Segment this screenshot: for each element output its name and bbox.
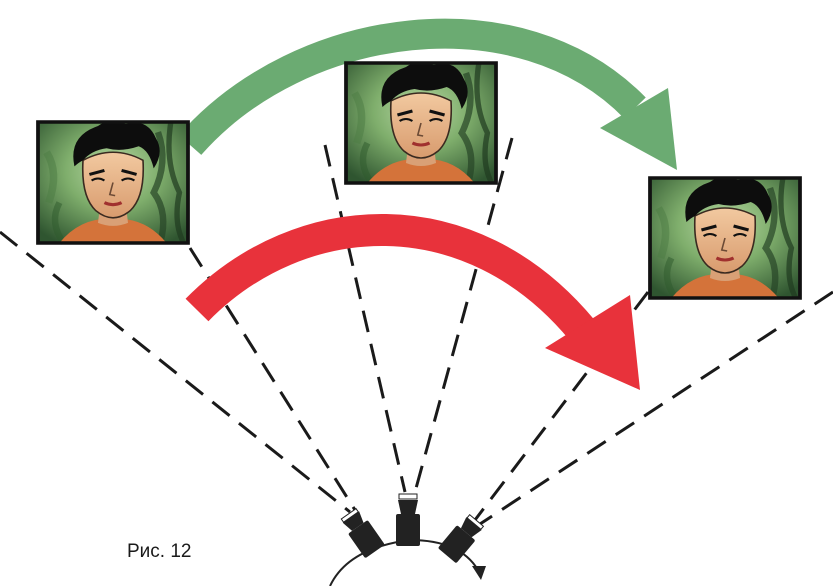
rotation-arrow-icon [472, 566, 486, 580]
frame-center [346, 62, 496, 183]
red-arrowhead [545, 295, 640, 390]
camera-center [396, 493, 420, 546]
frame-right [650, 177, 800, 298]
figure-caption: Рис. 12 [127, 541, 192, 562]
frame-left [38, 121, 188, 243]
sight-line-center-left [323, 144, 407, 493]
camera-icon [438, 525, 475, 563]
green-arrowhead [600, 88, 677, 170]
sight-line-center-right [413, 137, 514, 493]
camera-left [340, 507, 385, 558]
green-pan-arrow [178, 18, 677, 170]
green-arrow-body [178, 18, 646, 155]
camera-icon [348, 520, 385, 558]
camera-right [438, 513, 485, 563]
sight-line-left-outer [0, 230, 351, 514]
camera-icon [396, 514, 420, 546]
red-pan-arrow [185, 214, 640, 390]
sight-line-right-outer [479, 290, 833, 526]
red-arrow-body [185, 214, 595, 341]
